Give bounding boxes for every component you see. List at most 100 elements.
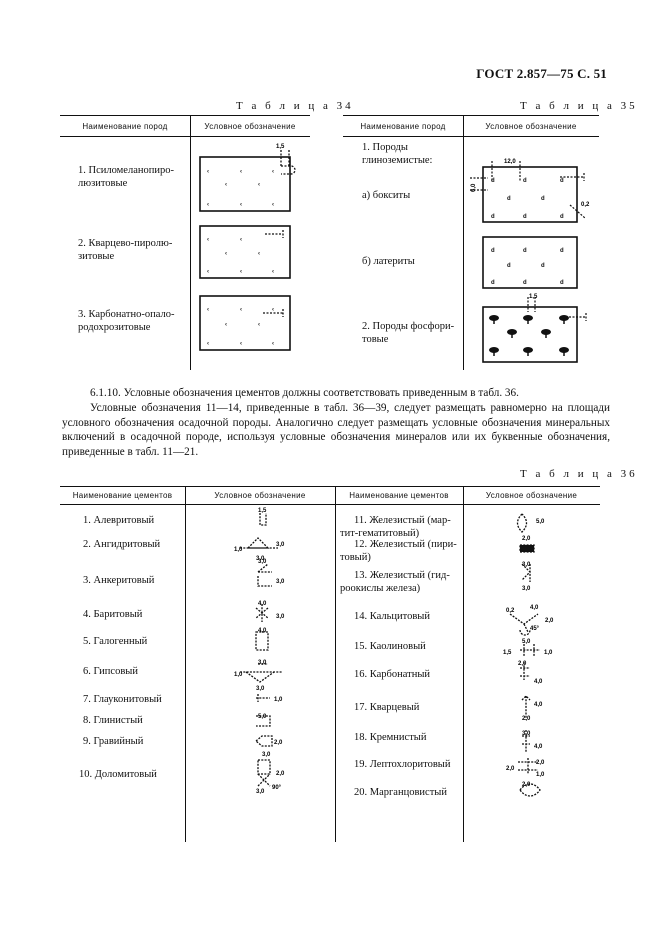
svg-text:d: d <box>491 178 495 184</box>
svg-text:‹: ‹ <box>225 251 227 257</box>
t36-row-12: 12. Железистый (пири- товый) <box>340 539 457 563</box>
svg-text:4,0: 4,0 <box>534 679 543 685</box>
svg-text:1,0: 1,0 <box>274 697 283 703</box>
svg-text:d: d <box>560 280 564 286</box>
svg-text:‹: ‹ <box>272 341 274 347</box>
svg-text:3,0: 3,0 <box>256 789 265 795</box>
svg-text:d: d <box>523 248 527 254</box>
svg-text:3,0: 3,0 <box>256 556 265 562</box>
svg-text:d: d <box>491 280 495 286</box>
svg-text:5,0: 5,0 <box>258 714 267 720</box>
svg-text:3,0: 3,0 <box>262 752 271 758</box>
svg-text:1,0: 1,0 <box>234 547 243 553</box>
svg-text:4,0: 4,0 <box>534 744 543 750</box>
t36-row-1: 1. Алевритовый <box>83 515 155 526</box>
table36-col-symbol-right: Условное обозначение <box>485 491 578 500</box>
t36-row-15: 15. Каолиновый <box>354 641 426 652</box>
symbol-aleuritic <box>259 513 267 526</box>
table36-caption: Т а б л и ц а 36 <box>520 468 638 480</box>
t36-row-4: 4. Баритовый <box>83 609 143 620</box>
svg-text:d: d <box>523 280 527 286</box>
symbol-anhydritic <box>240 537 278 549</box>
svg-text:d: d <box>491 248 495 254</box>
svg-text:0,2: 0,2 <box>506 608 515 614</box>
table36-col-name-right: Наименование цементов <box>349 491 449 500</box>
t36-row-7: 7. Глауконитовый <box>83 694 162 705</box>
symbol-box-laterite <box>482 236 578 289</box>
svg-text:3,0: 3,0 <box>276 579 285 585</box>
svg-text:90°: 90° <box>272 785 282 791</box>
svg-text:‹: ‹ <box>207 169 209 175</box>
svg-text:d: d <box>541 263 545 269</box>
table36-col-symbol-left: Условное обозначение <box>214 491 306 500</box>
svg-text:‹: ‹ <box>272 202 274 208</box>
page-header: ГОСТ 2.857—75 С. 51 <box>476 66 607 81</box>
svg-text:d: d <box>560 178 564 184</box>
t36-row-13: 13. Железистый (гид- роокислы железа) <box>340 570 450 594</box>
paragraph-1: 6.1.10. Условные обозначения цементов до… <box>90 387 519 399</box>
svg-text:1,0: 1,0 <box>544 650 553 656</box>
svg-text:d: d <box>523 214 527 220</box>
table35-row-2: 2. Породы фосфори- товые <box>362 321 455 345</box>
svg-text:‹: ‹ <box>240 307 242 313</box>
table35-caption: Т а б л и ц а 35 <box>520 100 638 112</box>
table36-col-name-left: Наименование цементов <box>72 491 173 500</box>
svg-text:2,0: 2,0 <box>545 618 554 624</box>
svg-text:1,5: 1,5 <box>258 508 267 514</box>
symbol-clay <box>256 715 271 727</box>
symbol-siliceous <box>522 730 530 752</box>
svg-text:4,0: 4,0 <box>534 702 543 708</box>
symbol-gypsum <box>240 663 282 683</box>
svg-text:3,0: 3,0 <box>258 559 267 565</box>
svg-text:‹: ‹ <box>240 237 242 243</box>
symbol-leptochlorite <box>518 758 538 774</box>
t36-row-14: 14. Кальцитовый <box>354 611 430 622</box>
symbol-quartz <box>521 695 531 720</box>
table35-row-1: 1. Породы глиноземистые: <box>362 142 433 166</box>
symbol-glauconitic <box>256 694 270 702</box>
svg-text:3,0: 3,0 <box>522 731 531 737</box>
svg-text:1,0: 1,0 <box>234 672 243 678</box>
svg-text:2,0: 2,0 <box>506 766 515 772</box>
symbol-dolomitic <box>257 759 271 787</box>
svg-text:3,0: 3,0 <box>276 542 285 548</box>
svg-text:2,0: 2,0 <box>522 716 531 722</box>
paragraph-2: Условные обозначения 11—14, приведенные … <box>62 402 610 458</box>
symbol-gravel <box>254 735 273 747</box>
svg-text:d: d <box>491 214 495 220</box>
table35-col-symbol: Условное обозначение <box>485 122 577 131</box>
svg-text:d: d <box>541 196 545 202</box>
svg-text:2,0: 2,0 <box>536 760 545 766</box>
svg-text:‹: ‹ <box>207 202 209 208</box>
svg-text:‹: ‹ <box>258 182 260 188</box>
t36-row-19: 19. Лептохлоритовый <box>354 759 451 770</box>
svg-text:5,0: 5,0 <box>522 639 531 645</box>
svg-text:‹: ‹ <box>207 237 209 243</box>
svg-text:‹: ‹ <box>272 169 274 175</box>
t36-row-9: 9. Гравийный <box>83 736 144 747</box>
t36-row-8: 8. Глинистый <box>83 715 143 726</box>
svg-text:‹: ‹ <box>272 269 274 275</box>
t36-row-6: 6. Гипсовый <box>83 666 138 677</box>
symbol-kaolinite <box>520 644 540 656</box>
t36-row-17: 17. Кварцевый <box>354 702 420 713</box>
table34-caption: Т а б л и ц а 34 <box>236 100 354 112</box>
svg-text:4,0: 4,0 <box>530 605 539 611</box>
svg-text:4,0: 4,0 <box>258 601 267 607</box>
symbol-calcitic <box>509 613 539 636</box>
table35-col-name: Наименование пород <box>360 122 446 131</box>
t36-row-16: 16. Карбонатный <box>354 669 431 680</box>
symbol-manganese <box>519 783 541 797</box>
dim-label: 12,0 <box>504 159 516 165</box>
svg-text:‹: ‹ <box>240 269 242 275</box>
svg-text:‹: ‹ <box>240 169 242 175</box>
svg-text:‹: ‹ <box>207 269 209 275</box>
svg-text:2,0: 2,0 <box>518 661 527 667</box>
symbol-ankeritic <box>257 563 272 587</box>
svg-text:1,0: 1,0 <box>536 772 545 778</box>
t36-row-18: 18. Кремнистый <box>354 732 427 743</box>
svg-text:‹: ‹ <box>225 182 227 188</box>
symbol-iron-hydroxide <box>521 563 531 582</box>
